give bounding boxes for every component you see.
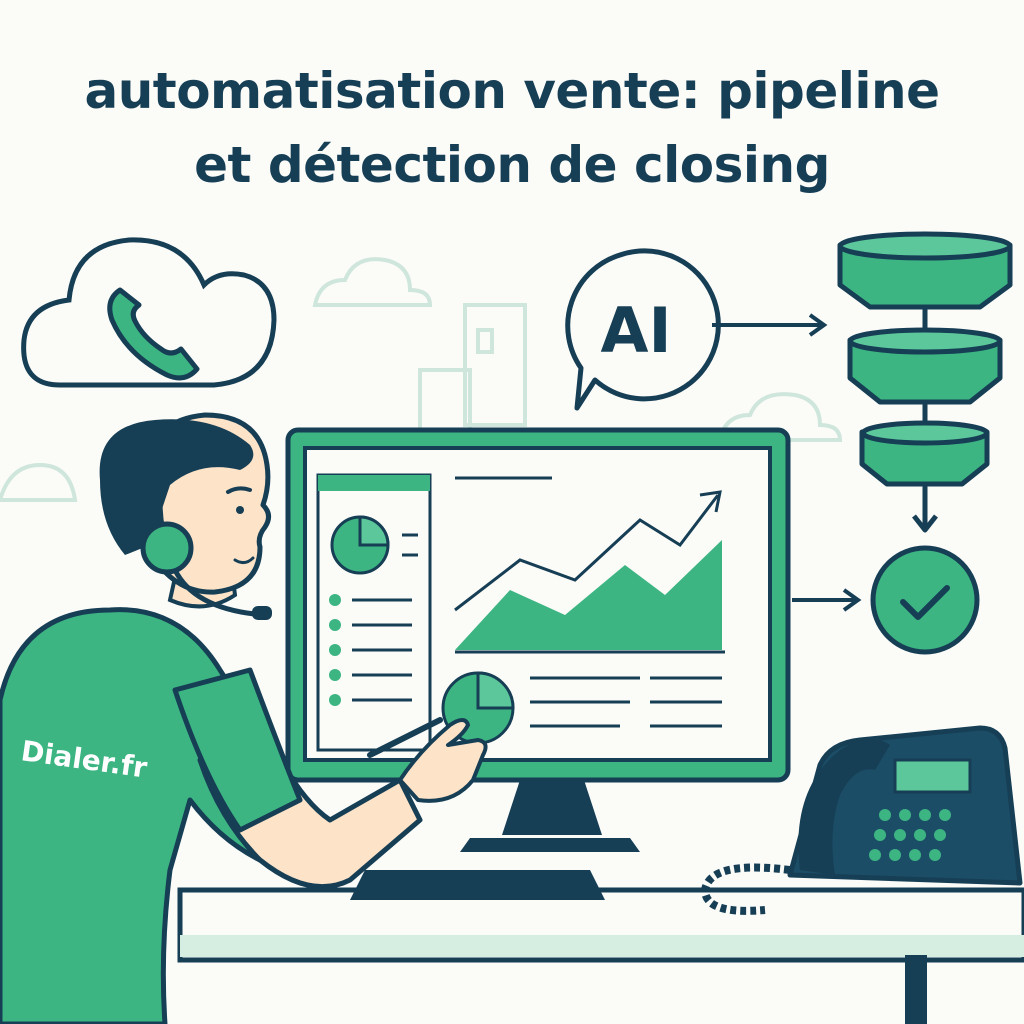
keyboard bbox=[350, 870, 605, 900]
arrow-to-check bbox=[792, 588, 862, 612]
pie-chart-icon bbox=[330, 515, 390, 575]
check-icon bbox=[870, 545, 980, 655]
arrow-to-funnel bbox=[712, 313, 828, 337]
phone-icon bbox=[107, 287, 200, 381]
trend-line bbox=[454, 494, 720, 612]
ai-speech-bubble: AI bbox=[565, 248, 721, 411]
cloud-icon bbox=[21, 237, 277, 388]
title-line-2: et détection de closing bbox=[194, 136, 830, 194]
ai-label: AI bbox=[600, 294, 671, 367]
monitor bbox=[285, 427, 791, 852]
desk-phone-icon bbox=[700, 725, 1023, 915]
funnel-icon bbox=[837, 231, 1013, 533]
headset-icon bbox=[140, 425, 272, 620]
desk bbox=[177, 887, 1024, 1024]
trend-arrow-icon bbox=[699, 490, 722, 513]
title-line-1: automatisation vente: pipeline bbox=[84, 62, 940, 120]
